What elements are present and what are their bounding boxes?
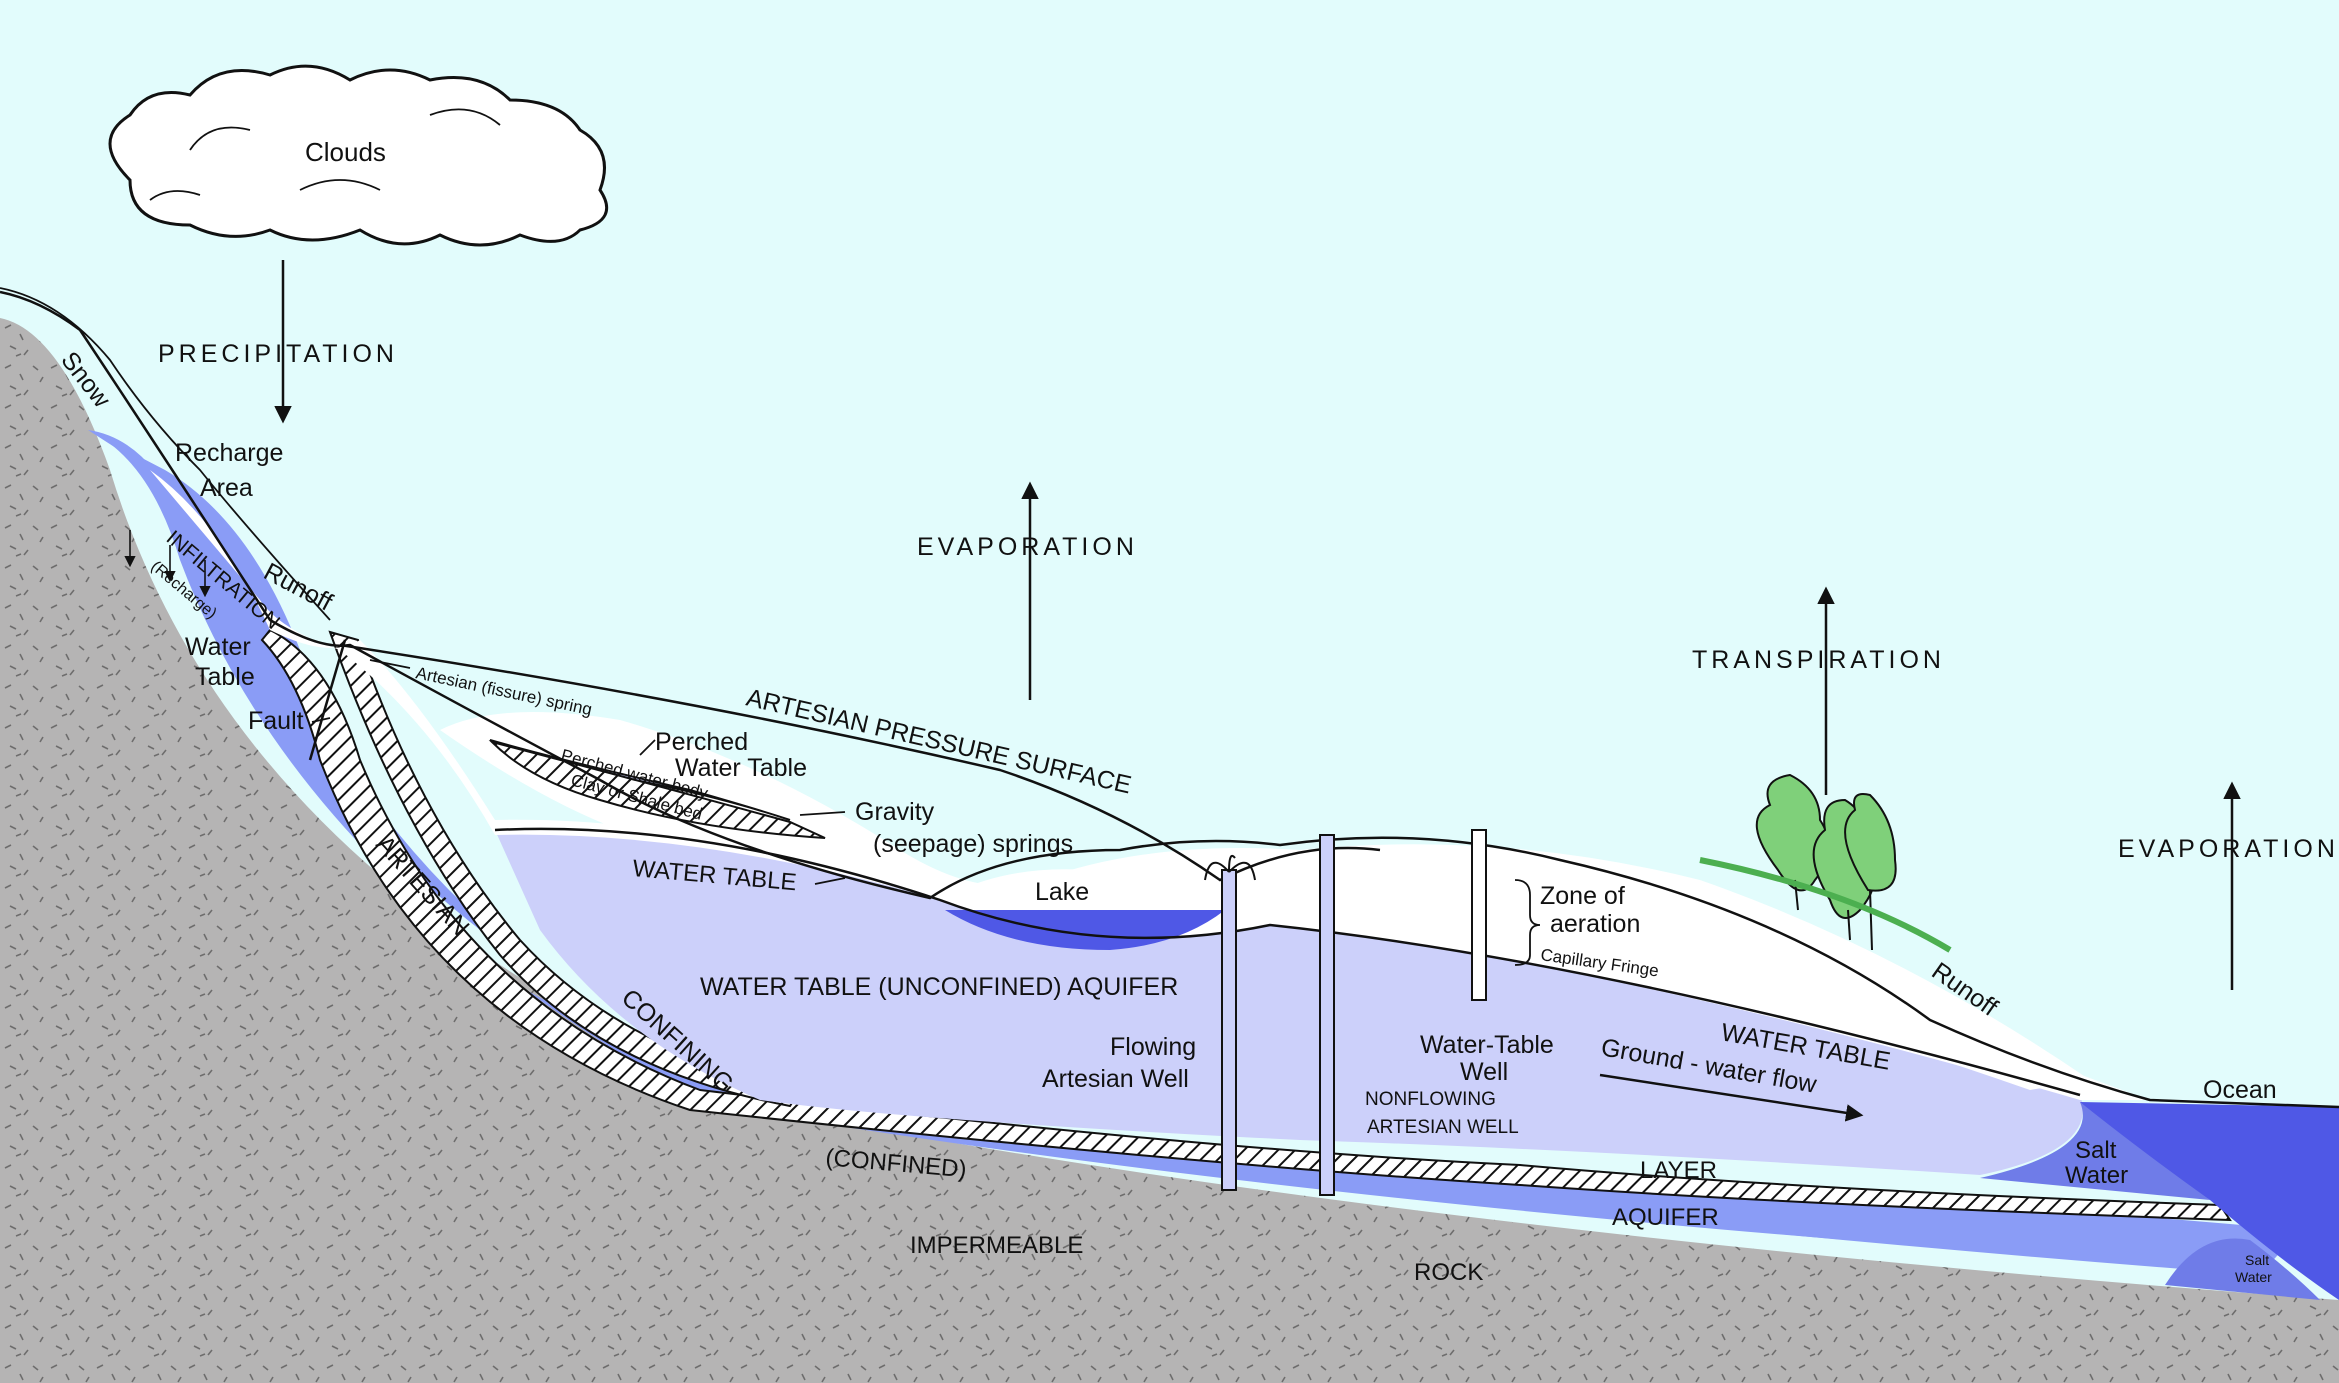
grass-strip [1699, 857, 1952, 953]
label-perched-water-table-2: Water Table [675, 754, 807, 782]
label-zone-aeration-1: Zone of [1540, 882, 1625, 910]
water-table-line [494, 827, 2081, 1097]
label-evaporation-center: EVAPORATION [917, 533, 1138, 561]
fault-line [308, 639, 347, 761]
upper-slope-white [440, 712, 2090, 1090]
label-clouds: Clouds [305, 137, 386, 167]
clouds [108, 64, 609, 247]
water-table-mid-leader [814, 877, 846, 885]
label-gravity-springs-1: Gravity [855, 798, 935, 826]
label-recharge-area-2: Area [200, 474, 253, 502]
label-unconfined-aquifer: WATER TABLE (UNCONFINED) AQUIFER [700, 973, 1178, 1001]
label-perched-water-table-1: Perched [655, 728, 748, 756]
flowing-artesian-well [1204, 854, 1256, 1191]
label-fault: Fault [248, 707, 304, 735]
confining-layer [260, 628, 2232, 1222]
trees [1699, 773, 1952, 953]
label-water-table-left-2: Table [195, 663, 255, 691]
cloud-shading [149, 108, 501, 201]
cloud-shape [108, 64, 609, 247]
label-water-table-left-1: Water [185, 633, 251, 661]
label-salt-water-1: Salt [2075, 1137, 2117, 1164]
zone-aeration-bracket [1514, 879, 1541, 966]
label-zone-aeration-2: aeration [1550, 910, 1640, 938]
spring-leader [369, 659, 411, 669]
fault-leader [311, 717, 331, 723]
label-impermeable: IMPERMEABLE [910, 1232, 1083, 1259]
label-salt-water-small-1: Salt [2245, 1252, 2269, 1268]
label-layer: LAYER [1640, 1157, 1717, 1184]
label-ocean: Ocean [2203, 1076, 2277, 1104]
label-flowing-well-1: Flowing [1110, 1033, 1196, 1061]
label-flowing-well-2: Artesian Well [1042, 1065, 1189, 1093]
label-rock: ROCK [1414, 1259, 1483, 1286]
nonflowing-artesian-well [1319, 834, 1335, 1196]
label-recharge-area-1: Recharge [175, 439, 283, 467]
label-lake: Lake [1035, 878, 1089, 906]
lake [945, 910, 1225, 950]
label-salt-water-2: Water [2065, 1162, 2128, 1189]
label-precipitation: PRECIPITATION [158, 340, 398, 368]
label-water-table-well-2: Well [1460, 1058, 1508, 1086]
label-salt-water-small-2: Water [2235, 1269, 2272, 1285]
rock-speckle-texture [0, 318, 2339, 1383]
perched-leader [639, 739, 656, 756]
ocean [2080, 1102, 2339, 1300]
infiltration-arrows [124, 530, 211, 598]
label-gravity-springs-2: (seepage) springs [873, 830, 1073, 858]
groundwater-flow-arrow [1599, 1073, 1864, 1122]
gravity-springs-leader [799, 811, 846, 816]
label-evaporation-right: EVAPORATION [2118, 835, 2339, 863]
label-water-table-well-1: Water-Table [1420, 1031, 1554, 1059]
artesian-pressure-surface-line [339, 643, 1381, 882]
label-nonflowing-2: ARTESIAN WELL [1367, 1117, 1519, 1138]
land-surface-outline [0, 290, 2339, 1109]
snow-outline [0, 287, 331, 621]
salt-water-wedge [1980, 1102, 2210, 1200]
water-table-well [1471, 829, 1487, 1001]
label-aquifer: AQUIFER [1612, 1204, 1719, 1231]
label-nonflowing-1: NONFLOWING [1365, 1089, 1496, 1110]
salt-water-small-wedge [2165, 1238, 2320, 1300]
label-transpiration: TRANSPIRATION [1692, 646, 1945, 674]
